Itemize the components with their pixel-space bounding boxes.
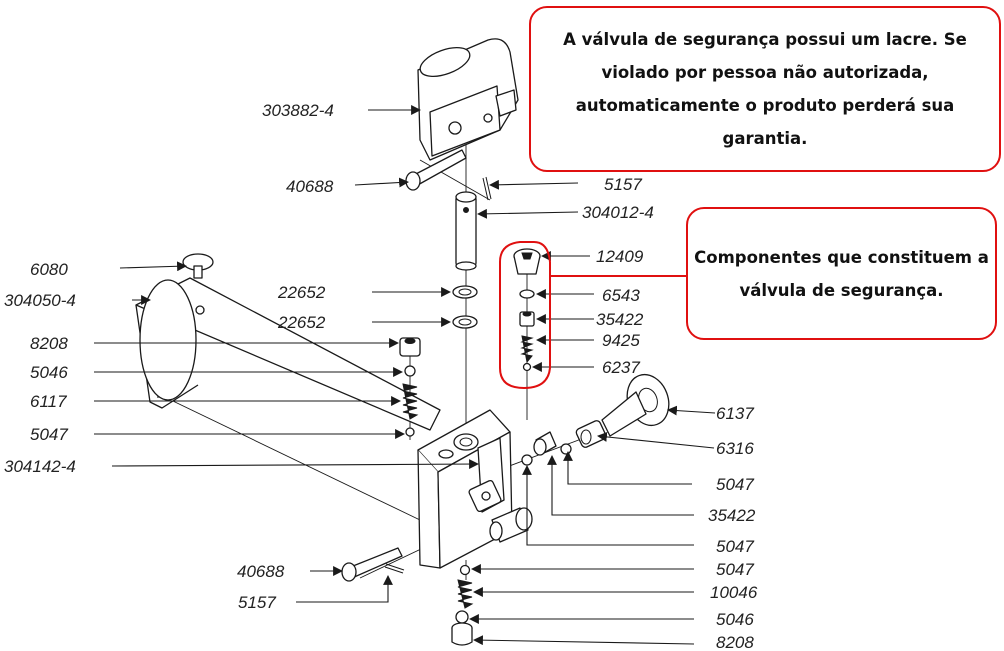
label-304012-4: 304012-4 <box>582 203 654 222</box>
label-5047-right-1: 5047 <box>716 475 754 494</box>
label-6543: 6543 <box>602 286 640 305</box>
label-304142-4: 304142-4 <box>4 457 76 476</box>
label-6117: 6117 <box>30 392 67 411</box>
label-6316: 6316 <box>716 439 754 458</box>
main-block-drawing <box>417 409 533 569</box>
assembly-axis-lines <box>149 140 601 580</box>
knob-6080-drawing <box>182 253 214 279</box>
label-5046-bottom: 5046 <box>716 610 754 629</box>
label-6137: 6137 <box>716 404 754 423</box>
label-303882-4: 303882-4 <box>262 101 334 120</box>
label-5047-right-2: 5047 <box>716 537 754 556</box>
safety-valve-parts-drawing <box>513 248 541 372</box>
shaft-drawing <box>455 191 477 271</box>
arm-frame-drawing <box>135 277 441 431</box>
label-10046: 10046 <box>710 583 758 602</box>
handwheel-drawing <box>521 373 670 466</box>
leader-lines <box>94 105 716 646</box>
label-12409: 12409 <box>596 247 644 266</box>
bottom-parts-drawing <box>341 547 474 646</box>
seal-warning-callout: A válvula de segurança possui um lacre. … <box>529 6 1001 172</box>
label-5046-left: 5046 <box>30 363 68 382</box>
pin-top-drawing <box>405 149 467 191</box>
cotter-top-drawing <box>482 176 492 201</box>
handle-housing-drawing <box>417 38 519 161</box>
valve-components-text: Componentes que constituem a válvula de … <box>694 247 989 300</box>
label-6237: 6237 <box>602 358 640 377</box>
label-5157-bottom: 5157 <box>238 593 276 612</box>
label-35422-b: 35422 <box>708 506 756 525</box>
label-22652-b: 22652 <box>277 313 326 332</box>
label-22652-a: 22652 <box>277 283 326 302</box>
safety-valve-bracket <box>499 241 686 390</box>
seal-warning-text: A válvula de segurança possui um lacre. … <box>563 30 967 148</box>
label-6080: 6080 <box>30 260 68 279</box>
label-5157-top: 5157 <box>604 175 642 194</box>
washers-drawing <box>452 285 478 329</box>
label-5047-left: 5047 <box>30 425 68 444</box>
label-9425: 9425 <box>602 331 640 350</box>
label-40688-top: 40688 <box>286 177 334 196</box>
label-304050-4: 304050-4 <box>4 291 76 310</box>
label-35422-a: 35422 <box>596 310 644 329</box>
part-labels: 303882-4 40688 5157 304012-4 12409 6080 … <box>4 101 758 651</box>
label-8208-left: 8208 <box>30 334 68 353</box>
label-8208-bottom: 8208 <box>716 633 754 651</box>
left-valve-parts-drawing <box>399 337 421 437</box>
valve-components-callout: Componentes que constituem a válvula de … <box>686 207 997 340</box>
label-5047-right-3: 5047 <box>716 560 754 579</box>
label-40688-bottom: 40688 <box>237 562 285 581</box>
